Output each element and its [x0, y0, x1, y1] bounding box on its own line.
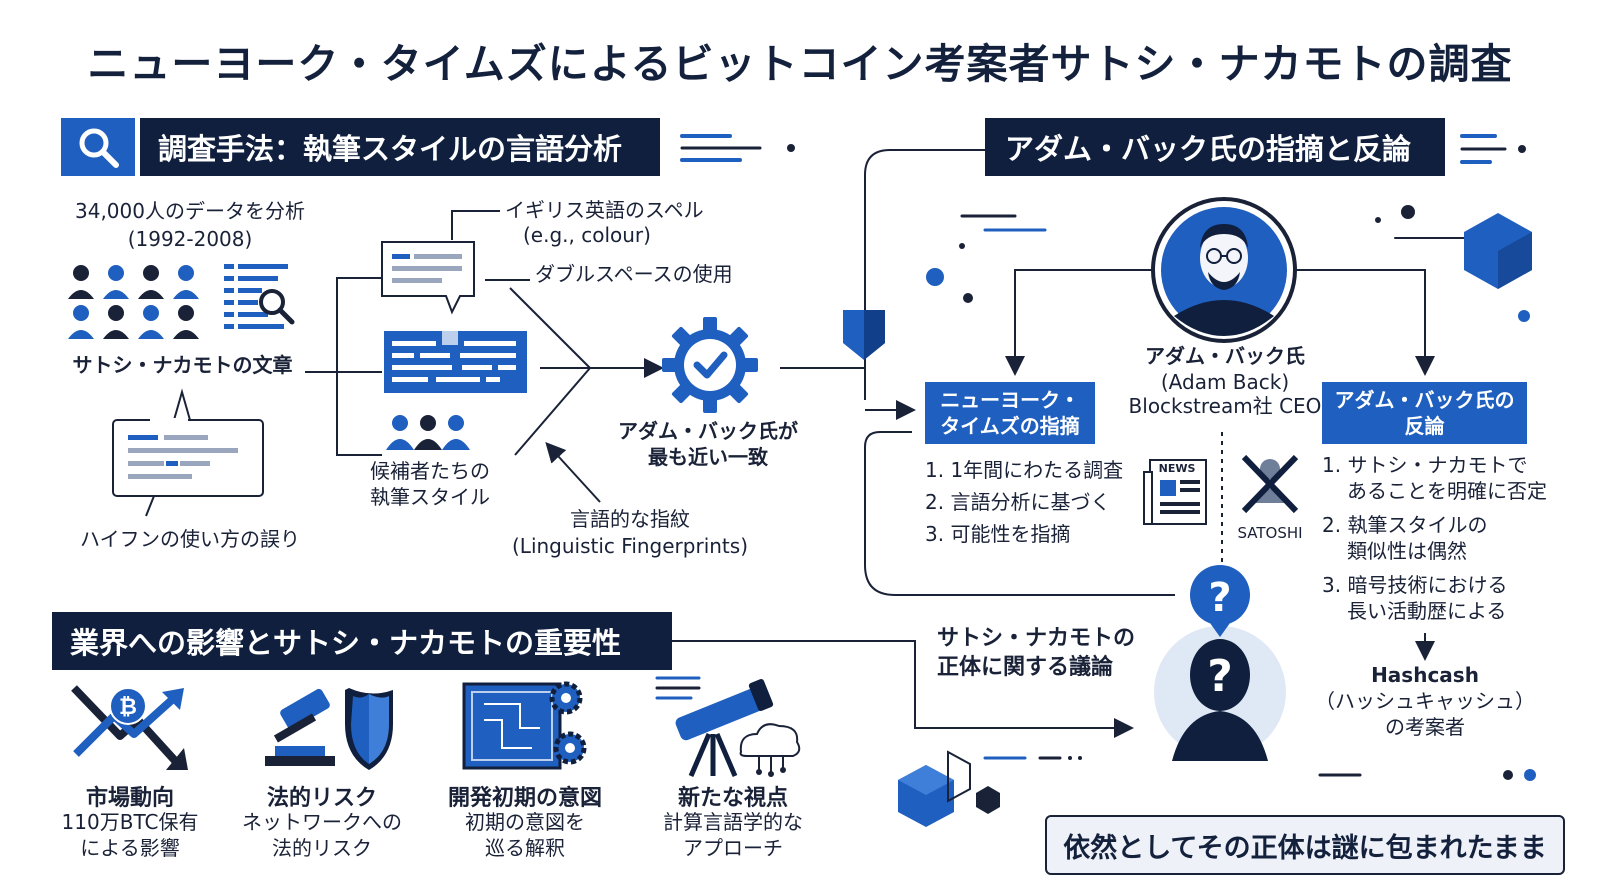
back-header: アダム・バック氏の指摘と反論: [985, 118, 1445, 176]
people-group-icon: [68, 265, 199, 339]
impact-header: 業界への影響とサトシ・ナカモトの重要性: [52, 612, 672, 670]
news-badge: NEWS: [1158, 462, 1196, 475]
legal-shield-icon: [265, 688, 393, 770]
british-example-label: (e.g., colour): [523, 223, 651, 247]
method-header: 調査手法：執筆スタイルの言語分析: [140, 118, 660, 176]
document-analysis-icon: [224, 264, 295, 329]
list-item: 2. 言語分析に基づく: [925, 490, 1111, 514]
british-spelling-label: イギリス英語のスペル: [505, 198, 704, 222]
fingerprint-en-label: (Linguistic Fingerprints): [512, 534, 748, 558]
impact-market-title: 市場動向: [85, 786, 174, 811]
impact-dev-sub: 初期の意図を: [465, 810, 585, 834]
adam-back-portrait: [1151, 197, 1297, 343]
adam-back-name: アダム・バック氏: [1145, 344, 1305, 368]
impact-view-title: 新たな視点: [677, 786, 788, 811]
impact-legal-sub-2: 法的リスク: [272, 836, 372, 860]
double-space-label: ダブルスペースの使用: [535, 262, 733, 286]
impact-dev-sub-2: 巡る解釈: [485, 836, 565, 860]
newspaper-icon: [1143, 459, 1207, 525]
impact-market-sub-2: による影響: [80, 836, 180, 860]
hyphen-document-icon: [112, 388, 264, 517]
hashcash-label-3: の考案者: [1385, 715, 1465, 739]
satoshi-text-label: サトシ・ナカモトの文章: [72, 353, 293, 377]
list-item: 1. 1年間にわたる調査: [925, 458, 1124, 482]
impact-legal-sub: ネットワークへの: [242, 810, 402, 834]
rebuttal-box: アダム・バック氏の 反論: [1322, 382, 1527, 444]
hyphen-error-label: ハイフンの使い方の誤り: [80, 527, 300, 551]
svg-text:₿: ₿: [119, 695, 137, 720]
impact-legal-title: 法的リスク: [266, 786, 377, 811]
fingerprint-label: 言語的な指紋: [570, 507, 690, 531]
market-trend-icon: ₿: [71, 685, 188, 770]
result-label: アダム・バック氏が: [618, 419, 798, 443]
identity-label-2: 正体に関する議論: [937, 655, 1114, 680]
search-icon: [79, 128, 119, 168]
list-item: 3. 暗号技術における 長い活動歴による: [1322, 573, 1508, 623]
data-count-label: 34,000人のデータを分析: [75, 199, 305, 223]
hashcash-label-2: （ハッシュキャッシュ）: [1315, 689, 1535, 713]
blueprint-gear-icon: [462, 681, 587, 770]
result-label-2: 最も近い一致: [648, 445, 768, 469]
search-badge: [61, 118, 135, 176]
impact-market-sub: 110万BTC保有: [61, 810, 199, 834]
candidates-icon: [386, 415, 470, 450]
hashcash-label: Hashcash: [1371, 663, 1479, 687]
nyt-claim-list: 1. 1年間にわたる調査 2. 言語分析に基づく 3. 可能性を指摘: [925, 454, 1123, 550]
identity-label: サトシ・ナカモトの: [937, 626, 1136, 651]
candidates-label: 候補者たちの: [370, 459, 490, 483]
list-item: 2. 執筆スタイルの 類似性は偶然: [1322, 513, 1488, 563]
text-block-icon: [384, 331, 527, 393]
nyt-claim-box: ニューヨーク・ タイムズの指摘: [925, 382, 1095, 444]
gear-check-icon: [662, 317, 758, 413]
list-item: 3. 可能性を指摘: [925, 522, 1071, 546]
telescope-icon: [655, 676, 801, 777]
data-range-label: (1992-2008): [127, 227, 253, 251]
list-item: 1. サトシ・ナカモトで あることを明確に否定: [1322, 453, 1547, 503]
satoshi-badge: SATOSHI: [1237, 524, 1303, 542]
adam-back-name-en: (Adam Back): [1160, 370, 1290, 394]
page-title: ニューヨーク・タイムズによるビットコイン考案者サトシ・ナカモトの調査: [87, 40, 1513, 88]
impact-view-sub: 計算言語学的な: [663, 810, 803, 834]
svg-text:?: ?: [1207, 651, 1233, 702]
chat-bubble-icon: [381, 241, 475, 315]
rebuttal-list: 1. サトシ・ナカモトで あることを明確に否定 2. 執筆スタイルの 類似性は偶…: [1322, 452, 1547, 624]
unknown-person-icon: ? ?: [1154, 565, 1286, 761]
candidates-label-2: 執筆スタイル: [370, 485, 490, 509]
svg-text:?: ?: [1208, 575, 1231, 621]
adam-back-role: Blockstream社 CEO: [1128, 394, 1322, 418]
impact-dev-title: 開発初期の意図: [447, 786, 602, 811]
satoshi-denied-icon: [1241, 455, 1299, 514]
impact-view-sub-2: アプローチ: [683, 836, 783, 860]
conclusion-box: 依然としてその正体は謎に包まれたまま: [1045, 815, 1565, 875]
